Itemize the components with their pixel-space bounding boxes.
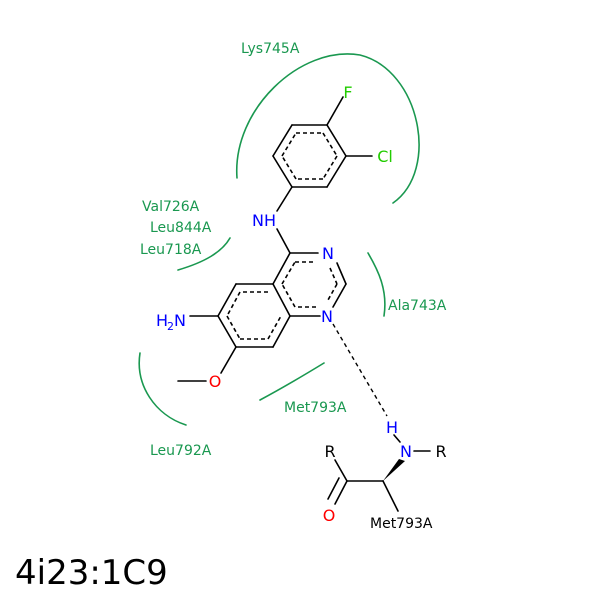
benzo-ring bbox=[217, 283, 291, 348]
carbonyl-oxygen-label: O bbox=[323, 506, 336, 525]
ring-nh-bond bbox=[276, 186, 293, 212]
residue-leu718-label: Leu718A bbox=[140, 242, 202, 258]
chlorine-label: Cl bbox=[377, 147, 393, 166]
hydrogen-bond-line bbox=[332, 323, 388, 417]
pyrimidine-n3-label: N bbox=[322, 244, 334, 263]
amino-h-label: H bbox=[156, 311, 168, 330]
amino-group-label: H 2 N bbox=[156, 311, 186, 333]
stereo-wedge-bond bbox=[383, 459, 405, 481]
residue-lys745-label: Lys745A bbox=[241, 41, 300, 57]
methoxy-oxygen-label: O bbox=[209, 372, 222, 391]
nh-c4-bond bbox=[276, 228, 291, 254]
halophenyl-ring bbox=[272, 124, 347, 188]
h-n-bond bbox=[393, 434, 401, 443]
leu718-contact-arc bbox=[177, 237, 231, 271]
residue-met793-backbone-label: Met793A bbox=[370, 516, 433, 532]
pyrimidine-n1-label: N bbox=[321, 307, 333, 326]
leu792-contact-arc bbox=[138, 352, 187, 426]
aniline-nh-label: NH bbox=[252, 211, 276, 230]
residue-ala743-label: Ala743A bbox=[388, 298, 447, 314]
carbonyl-bond-1 bbox=[334, 480, 348, 505]
c-o-bond bbox=[220, 346, 237, 374]
amino-subscript-label: 2 bbox=[167, 320, 174, 333]
residue-met793-contact-label: Met793A bbox=[284, 400, 347, 416]
ca-cb-bond bbox=[382, 480, 399, 512]
ala743-contact-arc bbox=[367, 252, 386, 317]
c-r-bond bbox=[334, 459, 348, 482]
backbone-n-label: N bbox=[400, 442, 412, 461]
carbonyl-bond-2 bbox=[327, 477, 340, 500]
residue-leu792-label: Leu792A bbox=[150, 443, 212, 459]
lys745-contact-arc bbox=[236, 53, 420, 204]
residue-leu844-label: Leu844A bbox=[150, 220, 212, 236]
ligand-id-title: 4i23:1C9 bbox=[15, 553, 168, 593]
amino-n-label: N bbox=[174, 311, 186, 330]
c-f-bond bbox=[326, 96, 344, 126]
pyrimidine-ring bbox=[272, 252, 347, 317]
r-group-left-label: R bbox=[324, 442, 335, 461]
fluorine-label: F bbox=[343, 83, 352, 102]
backbone-h-label: H bbox=[386, 418, 398, 437]
residue-val726-label: Val726A bbox=[142, 199, 200, 215]
r-group-right-label: R bbox=[435, 442, 446, 461]
met793-contact-arc bbox=[259, 362, 325, 401]
